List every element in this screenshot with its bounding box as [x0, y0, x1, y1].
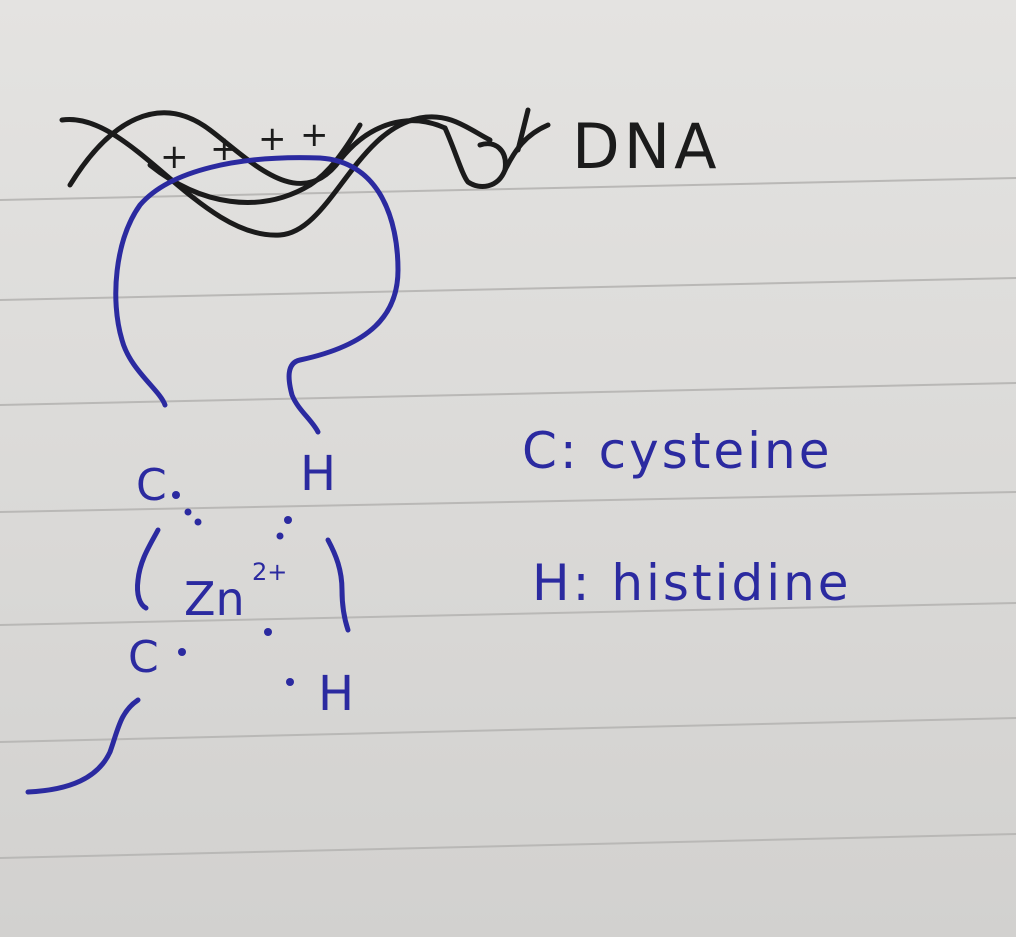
cys-bracket: [135, 527, 161, 611]
coordination-bonds: [172, 491, 294, 686]
histidine-top: H: [300, 446, 336, 502]
legend-histidine: H: histidine: [532, 554, 852, 612]
positive-charges: + + + +: [160, 115, 329, 177]
dna-end-loop: [442, 125, 508, 189]
legend: C: cysteine H: histidine: [522, 422, 852, 612]
charge-4: +: [300, 115, 329, 155]
bond-dot: [264, 628, 272, 636]
residues: C C H H: [128, 446, 354, 722]
legend-cysteine: C: cysteine: [522, 422, 833, 480]
bond-dot: [284, 516, 292, 524]
bond-dot: [276, 532, 284, 540]
protein-tail-path: [25, 697, 141, 795]
bond-dot: [194, 518, 202, 526]
cysteine-top: C: [136, 460, 167, 511]
bond-dot: [172, 491, 180, 499]
dna-strand-1: [59, 114, 493, 238]
zinc-charge: 2+: [252, 558, 287, 586]
dna-label: DNA: [572, 110, 721, 183]
dna-tick: [515, 107, 531, 153]
histidine-bottom: H: [318, 666, 354, 722]
zinc-ion: Zn 2+: [184, 558, 287, 626]
bond-dot: [286, 678, 294, 686]
dna-strand-3: [147, 122, 363, 205]
charge-1: +: [160, 137, 189, 177]
protein-loop-path: [113, 155, 401, 435]
bond-dot: [178, 648, 186, 656]
zinc-symbol: Zn: [184, 572, 245, 626]
bond-dot: [184, 508, 192, 516]
notebook-rule-lines: [0, 177, 1016, 859]
zinc-finger-loop: [25, 155, 401, 795]
charge-3: +: [258, 119, 287, 159]
cysteine-bottom: C: [128, 632, 159, 683]
dna-tail: [502, 122, 551, 173]
dna-strand-2: [67, 110, 448, 188]
dna-helix: [59, 107, 551, 238]
his-bracket: [325, 537, 351, 633]
